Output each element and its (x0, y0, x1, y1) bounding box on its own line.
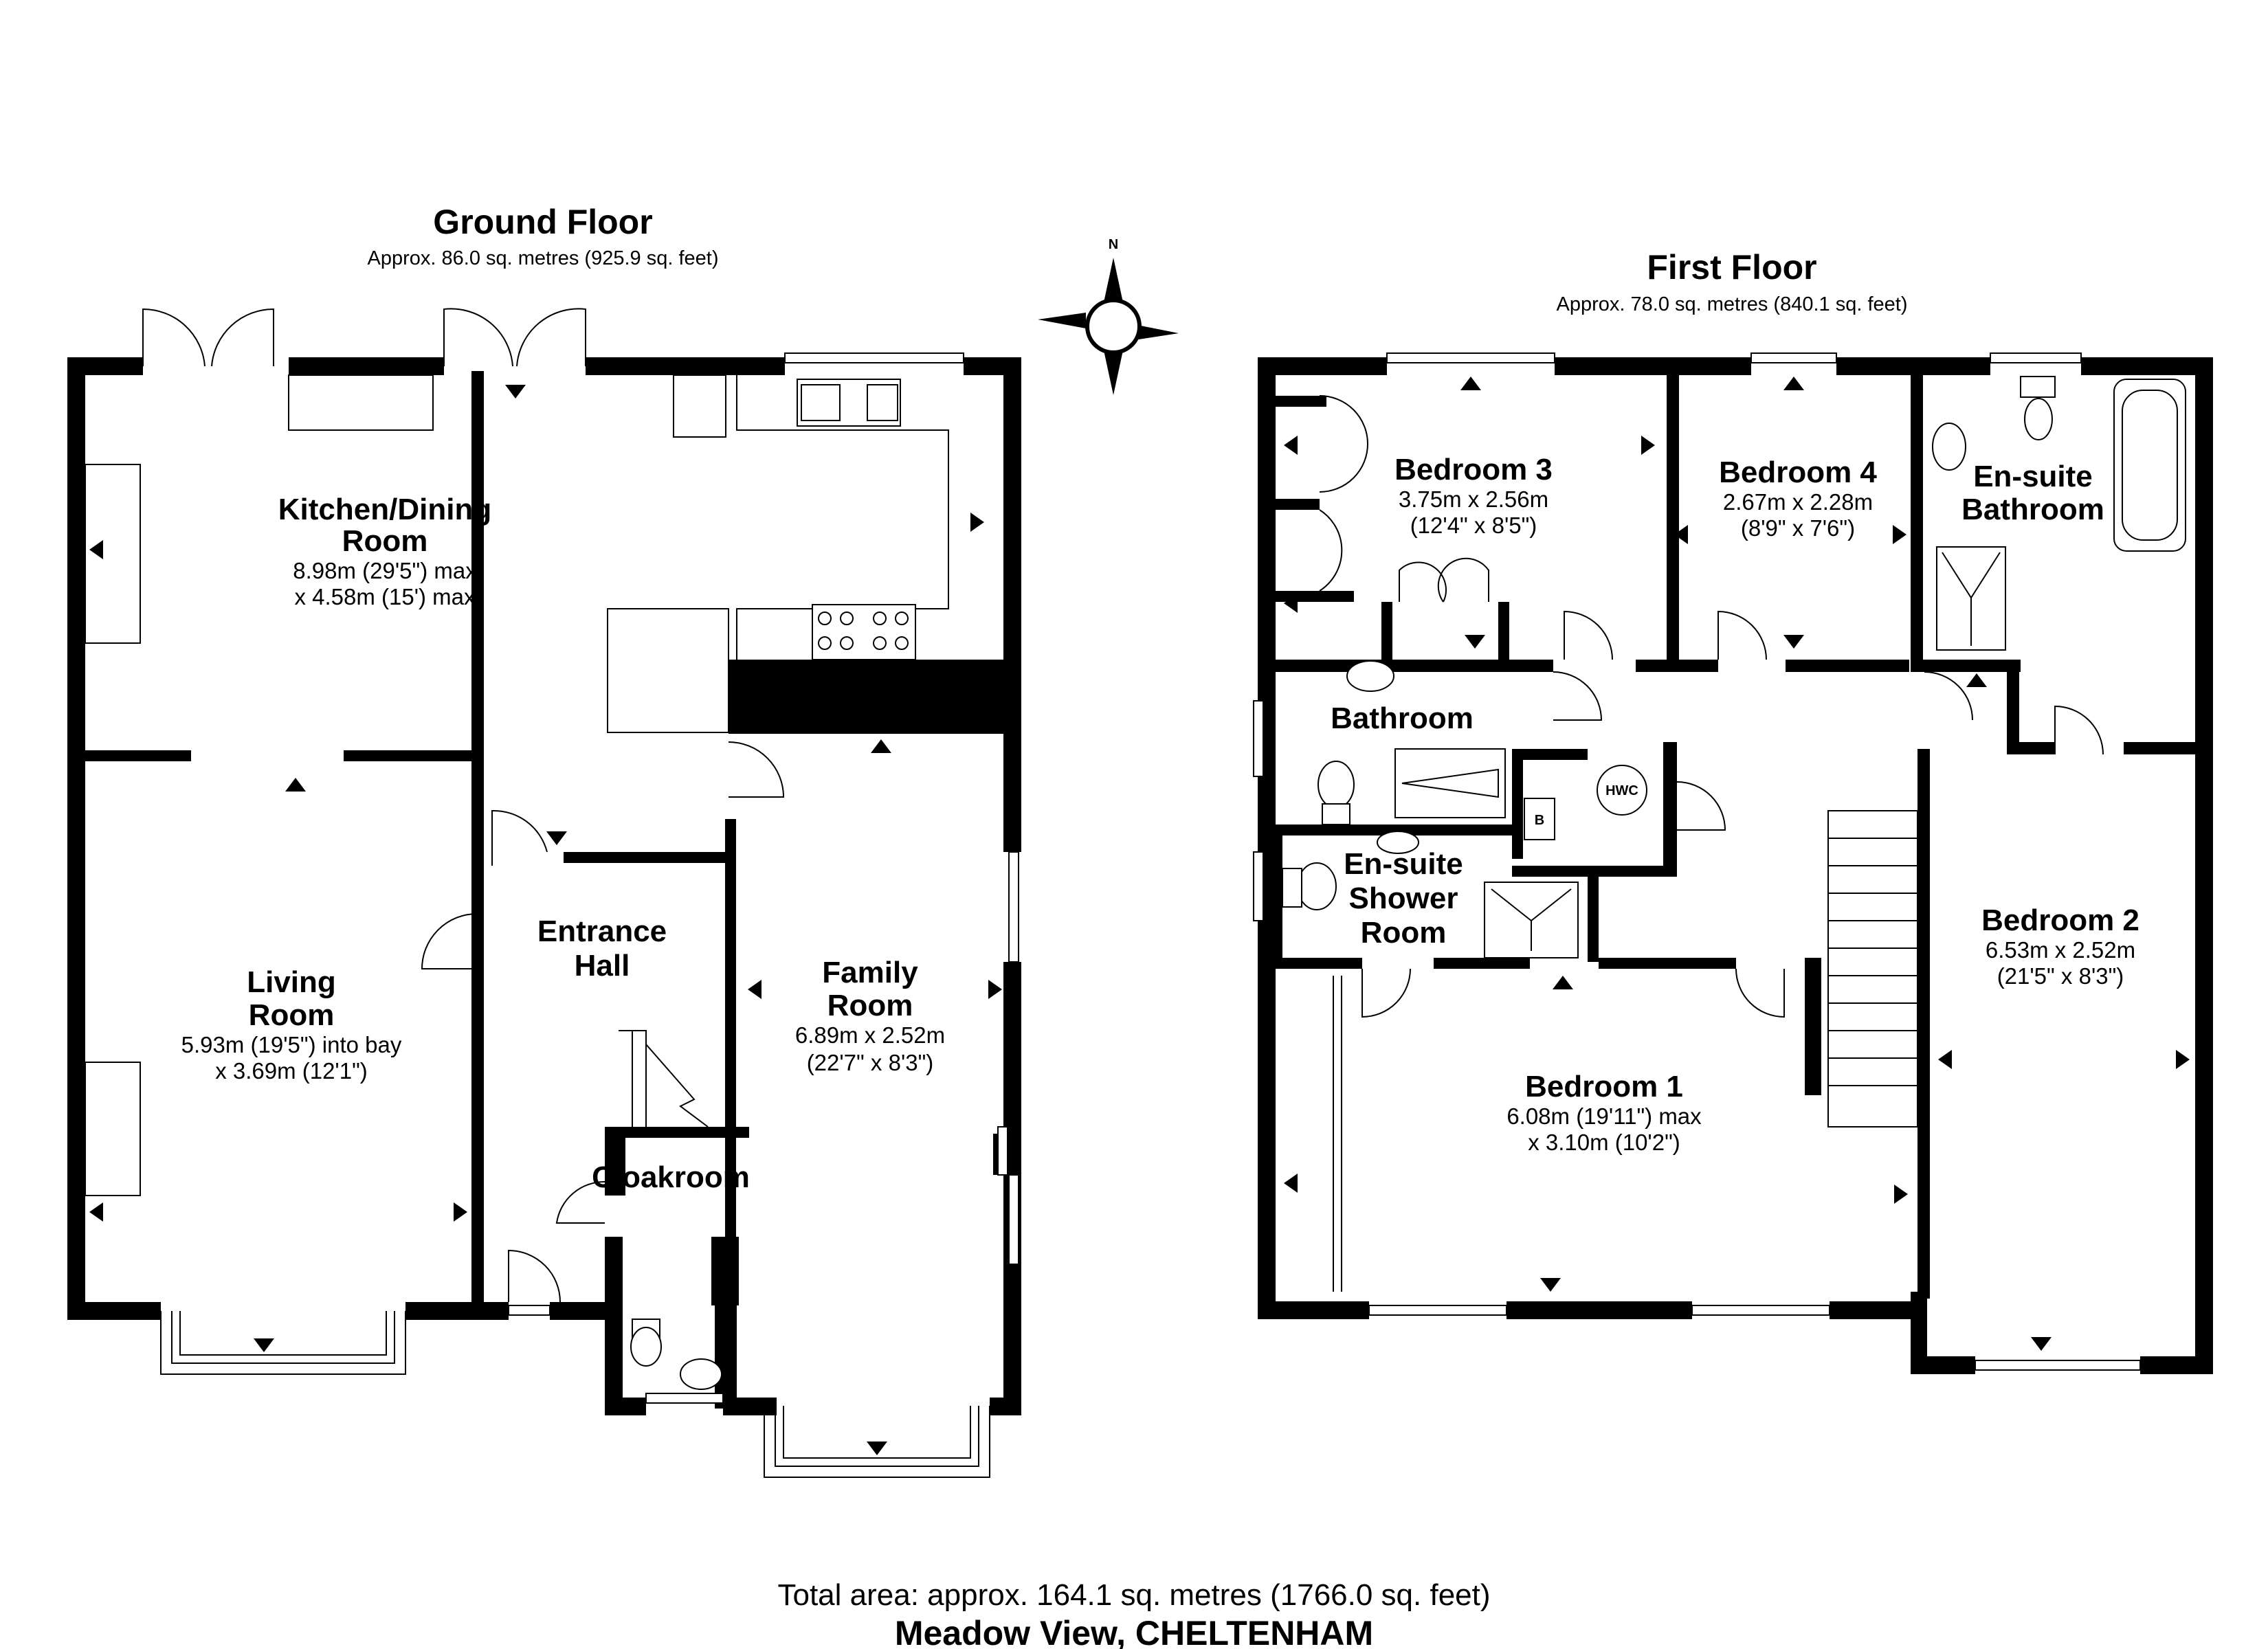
room-dimensions: 3.75m x 2.56m (1399, 486, 1548, 512)
room-family: Family Room 6.89m x 2.52m (22'7" x 8'3") (795, 956, 945, 1075)
room-dimensions: 2.67m x 2.28m (1723, 489, 1873, 515)
ground-floor-area: Approx. 86.0 sq. metres (925.9 sq. feet) (368, 247, 719, 269)
family-bay-window (764, 1406, 990, 1478)
first-doors (1319, 395, 2104, 1018)
room-dimensions: x 3.69m (12'1") (215, 1058, 368, 1084)
kitchen-fittings (85, 374, 949, 1196)
room-ensuite-shower: En-suite Shower Room (1344, 847, 1463, 950)
room-name: Bedroom 3 (1394, 453, 1553, 486)
room-dimensions: x 4.58m (15') max (294, 584, 476, 609)
room-bedroom-2: Bedroom 2 6.53m x 2.52m (21'5" x 8'3") (1981, 904, 2139, 989)
room-name: Bathroom (1961, 493, 2104, 526)
room-dimensions: 6.08m (19'11") max (1507, 1103, 1702, 1129)
room-dimensions: (12'4" x 8'5") (1410, 513, 1537, 538)
room-dimensions: 6.89m x 2.52m (795, 1022, 945, 1048)
boiler-icon (1524, 798, 1555, 840)
first-floor: First Floor Approx. 78.0 sq. metres (840… (1253, 248, 2213, 1374)
room-bedroom-4: Bedroom 4 2.67m x 2.28m (8'9" x 7'6") (1719, 456, 1877, 541)
room-dimensions: x 3.10m (10'2") (1528, 1130, 1680, 1155)
first-arrows (1284, 377, 2190, 1351)
compass-icon (1085, 298, 1142, 355)
bath-icon (1394, 748, 1506, 818)
room-name: Room (342, 524, 428, 558)
room-dimensions: 6.53m x 2.52m (1986, 937, 2135, 963)
room-name: Room (827, 989, 913, 1022)
ground-floor-title: Ground Floor (433, 203, 652, 241)
room-bathroom: Bathroom (1331, 702, 1474, 735)
room-cloakroom: Cloakroom (592, 1160, 750, 1194)
wc-icon (2024, 398, 2053, 440)
room-living: Living Room 5.93m (19'5") into bay x 3.6… (181, 965, 402, 1084)
living-bay-window (160, 1311, 406, 1375)
room-name: Kitchen/Dining (278, 493, 491, 526)
first-stairs (1827, 810, 1918, 1128)
wc-cistern-icon (2020, 376, 2056, 398)
ground-floor-walls (67, 357, 1021, 1415)
wc-icon (1318, 761, 1355, 809)
wardrobe (1333, 976, 1342, 1292)
room-name: Entrance (537, 915, 667, 948)
compass: N (1038, 237, 1179, 395)
room-dimensions: 8.98m (29'5") max (293, 558, 477, 583)
room-name: Family (822, 956, 918, 989)
ground-internal-doors (421, 741, 785, 1303)
first-floor-walls (1258, 357, 2213, 1374)
ground-arrows (89, 385, 1002, 1455)
room-dimensions: (8'9" x 7'6") (1741, 515, 1855, 541)
total-area: Total area: approx. 164.1 sq. metres (17… (777, 1578, 1490, 1612)
room-dimensions: (21'5" x 8'3") (1997, 963, 2124, 989)
wc-icon (1297, 862, 1337, 910)
property-address: Meadow View, CHELTENHAM (895, 1614, 1373, 1649)
cloakroom-wc-icon (630, 1327, 662, 1367)
room-ensuite-bathroom: En-suite Bathroom (1961, 460, 2104, 526)
room-name: En-suite (1344, 847, 1463, 881)
room-name: Living (247, 965, 336, 999)
room-name: Shower (1349, 882, 1458, 915)
room-name: Bedroom 4 (1719, 456, 1877, 489)
boiler-label: B (1535, 813, 1544, 828)
room-name: Room (249, 998, 335, 1032)
basin-icon (1932, 423, 1966, 471)
first-windows (1253, 352, 2141, 1371)
room-name: Cloakroom (592, 1160, 750, 1194)
room-name: Room (1361, 916, 1447, 950)
room-bedroom-3: Bedroom 3 3.75m x 2.56m (12'4" x 8'5") (1394, 453, 1553, 538)
room-name: Bedroom 1 (1525, 1070, 1683, 1103)
room-name: Bathroom (1331, 702, 1474, 735)
ground-windows (508, 352, 1019, 1404)
room-entrance-hall: Entrance Hall (537, 915, 667, 983)
first-fittings: HWC B (1282, 376, 2186, 958)
basin-icon (1346, 660, 1394, 692)
ground-stairs (619, 1030, 709, 1128)
ground-floor: Ground Floor Approx. 86.0 sq. metres (92… (67, 203, 1021, 1478)
french-doors (142, 308, 586, 367)
first-floor-area: Approx. 78.0 sq. metres (840.1 sq. feet) (1557, 293, 1908, 315)
room-bedroom-1: Bedroom 1 6.08m (19'11") max x 3.10m (10… (1507, 1070, 1702, 1155)
room-name: En-suite (1973, 460, 2093, 493)
room-name: Hall (575, 949, 630, 983)
hwc-label: HWC (1605, 783, 1638, 798)
room-name: Bedroom 2 (1981, 904, 2139, 937)
compass-north-label: N (1109, 237, 1118, 252)
room-dimensions: 5.93m (19'5") into bay (181, 1032, 402, 1057)
hwc-cylinder-icon (1597, 765, 1647, 816)
cloakroom-basin-icon (680, 1358, 722, 1390)
room-kitchen-dining: Kitchen/Dining Room 8.98m (29'5") max x … (278, 493, 491, 609)
basin-icon (1377, 831, 1419, 854)
room-dimensions: (22'7" x 8'3") (807, 1050, 934, 1075)
first-floor-title: First Floor (1647, 248, 1816, 287)
